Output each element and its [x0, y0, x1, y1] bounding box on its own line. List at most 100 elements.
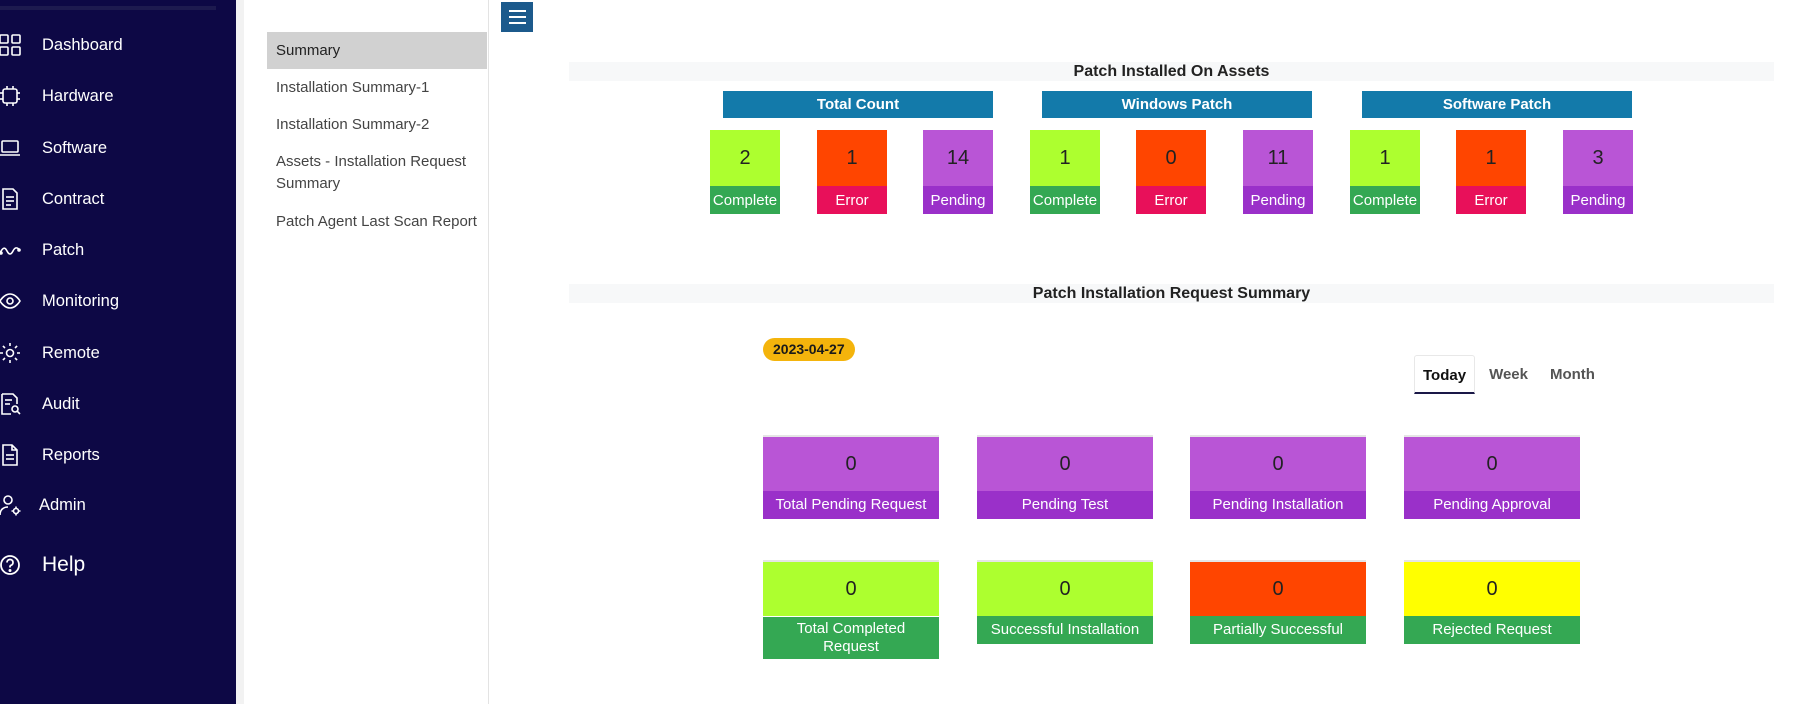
sidebar-item-admin[interactable]: Admin	[0, 490, 86, 520]
group-header-windows-patch: Windows Patch	[1042, 91, 1312, 118]
laptop-icon	[0, 136, 22, 160]
submenu-item-installation-summary-2[interactable]: Installation Summary-2	[276, 116, 430, 133]
tile-value: 1	[817, 130, 887, 186]
tile-windows-error[interactable]: 0 Error	[1136, 130, 1206, 214]
tile-value: 1	[1456, 130, 1526, 186]
box-value: 0	[1404, 560, 1580, 616]
tile-value: 1	[1350, 130, 1420, 186]
box-value: 0	[1404, 435, 1580, 491]
box-label: Total Completed Request	[763, 617, 939, 659]
tile-total-error[interactable]: 1 Error	[817, 130, 887, 214]
group-header-total-count: Total Count	[723, 91, 993, 118]
box-value: 0	[763, 560, 939, 616]
submenu-item-installation-summary-1[interactable]: Installation Summary-1	[276, 79, 430, 96]
tile-windows-complete[interactable]: 1 Complete	[1030, 130, 1100, 214]
date-badge: 2023-04-27	[763, 338, 855, 361]
sidebar-item-label: Admin	[39, 495, 86, 514]
box-total-pending-request[interactable]: 0 Total Pending Request	[763, 435, 939, 519]
tile-label: Complete	[710, 186, 780, 214]
menu-toggle-button[interactable]	[501, 2, 533, 32]
sidebar-item-label: Dashboard	[42, 35, 123, 54]
sidebar-item-label: Patch	[42, 240, 85, 259]
sidebar-item-hardware[interactable]: Hardware	[0, 81, 114, 111]
tile-software-complete[interactable]: 1 Complete	[1350, 130, 1420, 214]
tile-label: Error	[817, 186, 887, 214]
tile-software-error[interactable]: 1 Error	[1456, 130, 1526, 214]
box-total-completed-request[interactable]: 0	[763, 560, 939, 644]
tile-software-pending[interactable]: 3 Pending	[1563, 130, 1633, 214]
sidebar-item-label: Remote	[42, 343, 100, 362]
box-value: 0	[1190, 435, 1366, 491]
tile-total-pending[interactable]: 14 Pending	[923, 130, 993, 214]
sidebar-item-reports[interactable]: Reports	[0, 440, 100, 470]
main-content: Patch Installed On Assets Total Count Wi…	[489, 0, 1813, 704]
tile-label: Pending	[1243, 186, 1313, 214]
box-value: 0	[1190, 560, 1366, 616]
sidebar-item-remote[interactable]: Remote	[0, 338, 100, 368]
sidebar-item-label: Reports	[42, 445, 100, 464]
tile-value: 1	[1030, 130, 1100, 186]
sidebar-item-software[interactable]: Software	[0, 133, 107, 163]
tile-label: Error	[1136, 186, 1206, 214]
sidebar-item-label: Hardware	[42, 86, 114, 105]
box-label: Pending Test	[977, 491, 1153, 519]
audit-icon	[0, 392, 22, 416]
tile-label: Complete	[1350, 186, 1420, 214]
sidebar-item-dashboard[interactable]: Dashboard	[0, 30, 123, 60]
submenu-item-assets-installation-request-summary[interactable]: Assets - Installation Request Summary	[276, 153, 467, 192]
help-icon	[0, 553, 22, 577]
tile-label: Pending	[1563, 186, 1633, 214]
tab-month[interactable]: Month	[1549, 366, 1595, 383]
box-pending-test[interactable]: 0 Pending Test	[977, 435, 1153, 519]
box-value: 0	[977, 435, 1153, 491]
box-pending-approval[interactable]: 0 Pending Approval	[1404, 435, 1580, 519]
box-label: Rejected Request	[1404, 616, 1580, 644]
box-label: Successful Installation	[977, 616, 1153, 644]
sidebar-item-monitoring[interactable]: Monitoring	[0, 286, 119, 316]
sidebar-item-label: Monitoring	[42, 291, 120, 310]
box-label: Pending Approval	[1404, 491, 1580, 519]
main-sidebar: Dashboard Hardware Software Contract Pat	[0, 0, 236, 704]
sidebar-item-audit[interactable]: Audit	[0, 389, 80, 419]
patch-icon	[0, 238, 22, 262]
hamburger-line	[508, 22, 526, 24]
sidebar-item-contract[interactable]: Contract	[0, 184, 104, 214]
tile-value: 3	[1563, 130, 1633, 186]
sidebar-item-patch[interactable]: Patch	[0, 235, 84, 265]
section-title-patch-installed: Patch Installed On Assets	[569, 62, 1774, 81]
eye-icon	[0, 289, 22, 313]
submenu-item-patch-agent-last-scan-report[interactable]: Patch Agent Last Scan Report	[276, 213, 477, 230]
box-pending-installation[interactable]: 0 Pending Installation	[1190, 435, 1366, 519]
box-label: Pending Installation	[1190, 491, 1366, 519]
submenu-item-summary[interactable]: Summary	[267, 32, 487, 69]
box-label: Total Pending Request	[763, 491, 939, 519]
tile-label: Error	[1456, 186, 1526, 214]
box-successful-installation[interactable]: 0 Successful Installation	[977, 560, 1153, 644]
sidebar-item-label: Software	[42, 138, 108, 157]
box-label: Partially Successful	[1190, 616, 1366, 644]
tile-windows-pending[interactable]: 11 Pending	[1243, 130, 1313, 214]
gear-icon	[0, 341, 22, 365]
tile-total-complete[interactable]: 2 Complete	[710, 130, 780, 214]
hamburger-line	[508, 10, 526, 12]
box-value: 0	[977, 560, 1153, 616]
section-title-request-summary: Patch Installation Request Summary	[569, 284, 1774, 303]
box-value: 0	[763, 435, 939, 491]
tab-week[interactable]: Week	[1489, 366, 1528, 383]
tile-label: Complete	[1030, 186, 1100, 214]
sidebar-scroll-indicator	[0, 6, 216, 10]
reports-submenu: Summary Installation Summary-1 Installat…	[236, 0, 489, 704]
grid-icon	[0, 33, 22, 57]
period-tabs: Today Week Month	[1414, 355, 1609, 394]
tile-value: 2	[710, 130, 780, 186]
sidebar-item-help[interactable]: Help	[0, 550, 85, 580]
box-partially-successful[interactable]: 0 Partially Successful	[1190, 560, 1366, 644]
hamburger-line	[508, 16, 526, 18]
admin-icon	[0, 493, 22, 517]
box-rejected-request[interactable]: 0 Rejected Request	[1404, 560, 1580, 644]
sidebar-item-label: Audit	[42, 394, 80, 413]
tab-today[interactable]: Today	[1414, 355, 1476, 394]
report-icon	[0, 443, 22, 467]
tile-value: 0	[1136, 130, 1206, 186]
